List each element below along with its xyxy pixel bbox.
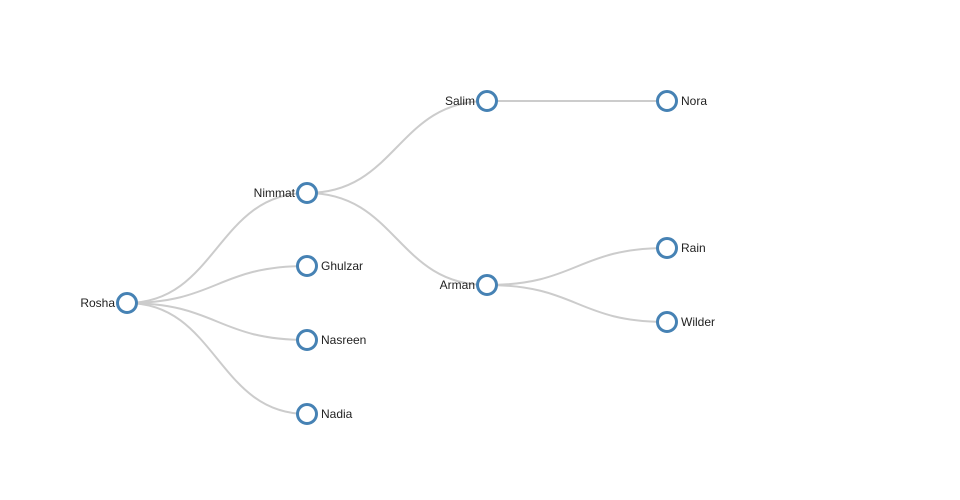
- node-label: Salim: [445, 94, 475, 108]
- node-circle[interactable]: [476, 90, 498, 112]
- link-arman-to-rain: [486, 247, 668, 286]
- node-circle[interactable]: [296, 403, 318, 425]
- link-rosha-to-nasreen: [126, 302, 308, 341]
- tree-node-salim[interactable]: Salim: [445, 90, 498, 112]
- tree-node-nasreen[interactable]: Nasreen: [296, 329, 367, 351]
- node-label: Wilder: [681, 315, 715, 329]
- node-circle[interactable]: [116, 292, 138, 314]
- node-circle[interactable]: [296, 255, 318, 277]
- node-circle[interactable]: [476, 274, 498, 296]
- link-nimmat-to-arman: [306, 192, 488, 286]
- link-nimmat-to-salim: [306, 100, 488, 194]
- tree-node-nora[interactable]: Nora: [656, 90, 708, 112]
- node-circle[interactable]: [296, 329, 318, 351]
- node-circle[interactable]: [656, 237, 678, 259]
- tree-node-wilder[interactable]: Wilder: [656, 311, 716, 333]
- node-label: Nimmat: [254, 186, 296, 200]
- link-rosha-to-ghulzar: [126, 265, 308, 304]
- tree-node-arman[interactable]: Arman: [440, 274, 498, 296]
- node-circle[interactable]: [296, 182, 318, 204]
- node-label: Ghulzar: [321, 259, 363, 273]
- tree-node-rosha[interactable]: Rosha: [80, 292, 138, 314]
- tree-node-ghulzar[interactable]: Ghulzar: [296, 255, 364, 277]
- node-circle[interactable]: [656, 90, 678, 112]
- link-arman-to-wilder: [486, 284, 668, 323]
- node-label: Nasreen: [321, 333, 366, 347]
- link-rosha-to-nimmat: [126, 192, 308, 304]
- node-label: Rosha: [80, 296, 115, 310]
- tree-node-nimmat[interactable]: Nimmat: [254, 182, 318, 204]
- tree-node-rain[interactable]: Rain: [656, 237, 706, 259]
- node-label: Nadia: [321, 407, 353, 421]
- node-label: Nora: [681, 94, 707, 108]
- tree-node-nadia[interactable]: Nadia: [296, 403, 353, 425]
- link-rosha-to-nadia: [126, 302, 308, 415]
- tree-links: [126, 99, 668, 415]
- node-label: Arman: [440, 278, 475, 292]
- node-label: Rain: [681, 241, 706, 255]
- node-circle[interactable]: [656, 311, 678, 333]
